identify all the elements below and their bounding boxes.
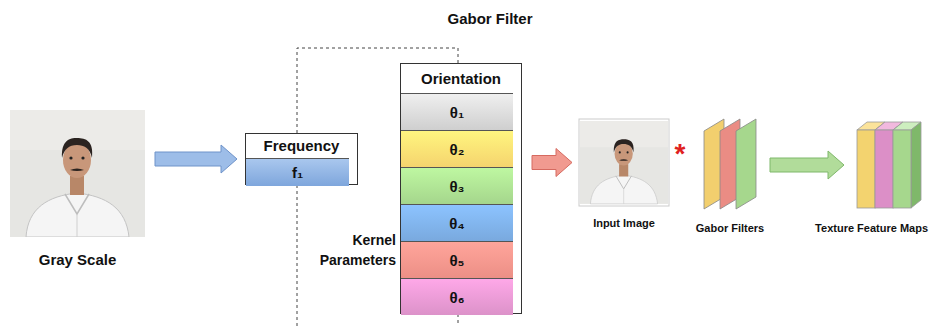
orientation-cell: θ₆ [401,278,513,315]
orientation-cell: θ₁ [401,93,513,130]
feature-map-stack [857,122,921,208]
parameter-value: f₁ [292,164,303,181]
group-label: Kernel Parameters [306,230,396,271]
panel-heading: Frequency [246,134,357,158]
orientation-cell: θ₃ [401,167,513,204]
frequency-cell: f₁ [246,158,349,186]
feature-maps: Texture Feature Maps [852,118,924,212]
parameter-value: θ₄ [449,215,464,232]
parameter-value: θ₁ [450,104,464,121]
parameter-value: θ₃ [449,178,464,195]
panel-heading: Orientation [401,64,521,93]
image-caption: Gabor Filters [696,222,764,234]
grayscale-photo [10,110,145,237]
parameter-value: θ₅ [450,252,465,269]
diagram-title: Gabor Filter [390,10,590,27]
gabor-filter-stack [704,119,756,209]
image-caption: Input Image [593,217,655,229]
orientation-cell: θ₅ [401,241,513,278]
orientation-cell: θ₄ [401,204,513,241]
parameter-value: θ₂ [450,141,465,158]
parameter-value: θ₆ [450,289,465,306]
input-image: Input Image [580,120,668,205]
flow-arrow [155,145,237,173]
input-photo [579,119,669,206]
convolution-symbol: * [670,140,690,168]
image-caption: Texture Feature Maps [815,222,928,234]
parameter-panel: Orientation θ₁ θ₂ θ₃ θ₄ θ₅ θ₆ [400,63,522,314]
orientation-cell: θ₂ [401,130,513,167]
parameter-panel: Frequency f₁ [245,133,358,185]
grayscale-image: Gray Scale [10,110,145,237]
image-caption: Gray Scale [39,251,117,268]
flow-arrow [532,149,572,177]
filter-bank: Gabor Filters [700,118,760,212]
flow-arrow [770,151,844,179]
